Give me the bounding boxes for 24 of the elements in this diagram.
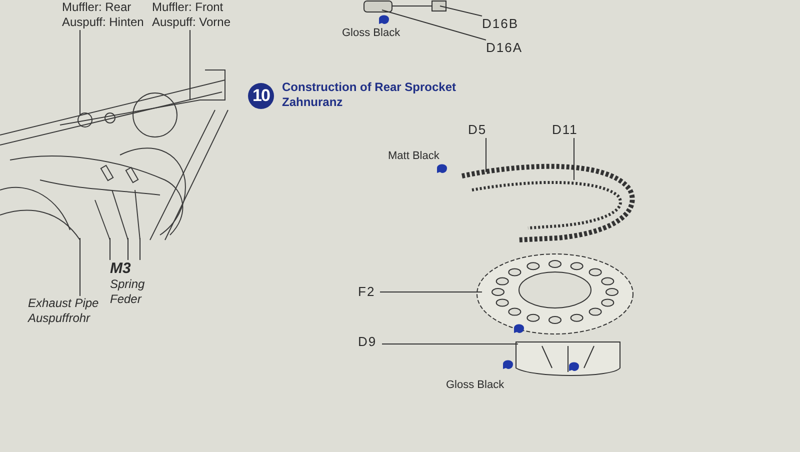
- part-number: F2: [358, 284, 376, 300]
- part-number: D11: [552, 122, 578, 138]
- paint-color-label: Matt Black: [388, 150, 440, 164]
- leader-line: [440, 6, 482, 16]
- part-label: Auspuff: Vorne: [152, 15, 231, 30]
- part-number: D16A: [486, 40, 523, 56]
- step-subheading: Zahnuranz: [282, 95, 343, 110]
- part-label: Muffler: Front: [152, 0, 224, 15]
- part-label: Muffler: Rear: [62, 0, 132, 15]
- part-label: Spring: [110, 277, 145, 292]
- step-number-badge: 10: [248, 83, 274, 109]
- part-label: Auspuff: Hinten: [62, 15, 144, 30]
- part-number: M3: [110, 260, 132, 277]
- part-label: Exhaust Pipe: [28, 296, 99, 311]
- paint-color-label: Gloss Black: [342, 27, 400, 40]
- part-label: Feder: [110, 292, 143, 307]
- step-heading: Construction of Rear Sprocket: [282, 80, 456, 94]
- part-number: D16B: [482, 16, 519, 32]
- part-number: D5: [468, 122, 487, 138]
- part-number: D9: [358, 334, 377, 350]
- leader-line: [382, 10, 486, 40]
- paint-color-label: Gloss Black: [446, 379, 504, 392]
- sprocket-drawing: [475, 252, 635, 336]
- part-label: Auspuffrohr: [28, 311, 92, 326]
